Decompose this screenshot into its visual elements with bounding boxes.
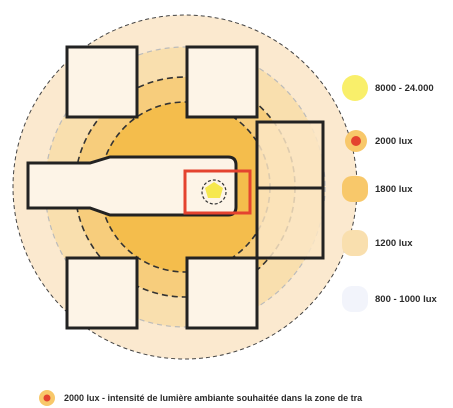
- legend-swatch-pale: [342, 286, 368, 312]
- legend-label: 1200 lux: [375, 237, 413, 249]
- legend-swatch-orange-ring: [345, 130, 367, 152]
- legend-item-8000: 8000 - 24.000: [341, 74, 434, 102]
- box-top-right: [185, 45, 259, 119]
- cabinet-right: [255, 120, 325, 260]
- legend-label: 1800 lux: [375, 183, 413, 195]
- legend-item-1800: 1800 lux: [341, 175, 413, 203]
- lamp-halo: [201, 179, 227, 205]
- footnote-icon: [39, 390, 55, 406]
- legend-swatch-yellow: [342, 75, 368, 101]
- legend-swatch-beige: [342, 230, 368, 256]
- legend-swatch-light-orange: [342, 176, 368, 202]
- legend-item-2000: 2000 lux: [343, 128, 413, 154]
- footnote-text: 2000 lux - intensité de lumière ambiante…: [64, 393, 363, 403]
- legend-item-1200: 1200 lux: [341, 229, 413, 257]
- footnote: 2000 lux - intensité de lumière ambiante…: [38, 389, 362, 407]
- legend-label: 800 - 1000 lux: [375, 293, 437, 305]
- work-zone: [183, 169, 252, 215]
- legend-item-800: 800 - 1000 lux: [341, 285, 437, 313]
- box-top-left: [65, 45, 139, 119]
- legend-label: 2000 lux: [375, 135, 413, 147]
- legend-label: 8000 - 24.000: [375, 82, 434, 94]
- dental-chair: [26, 155, 238, 217]
- box-bottom-left: [65, 256, 139, 330]
- lamp: [205, 182, 223, 198]
- box-bottom-right: [185, 256, 259, 330]
